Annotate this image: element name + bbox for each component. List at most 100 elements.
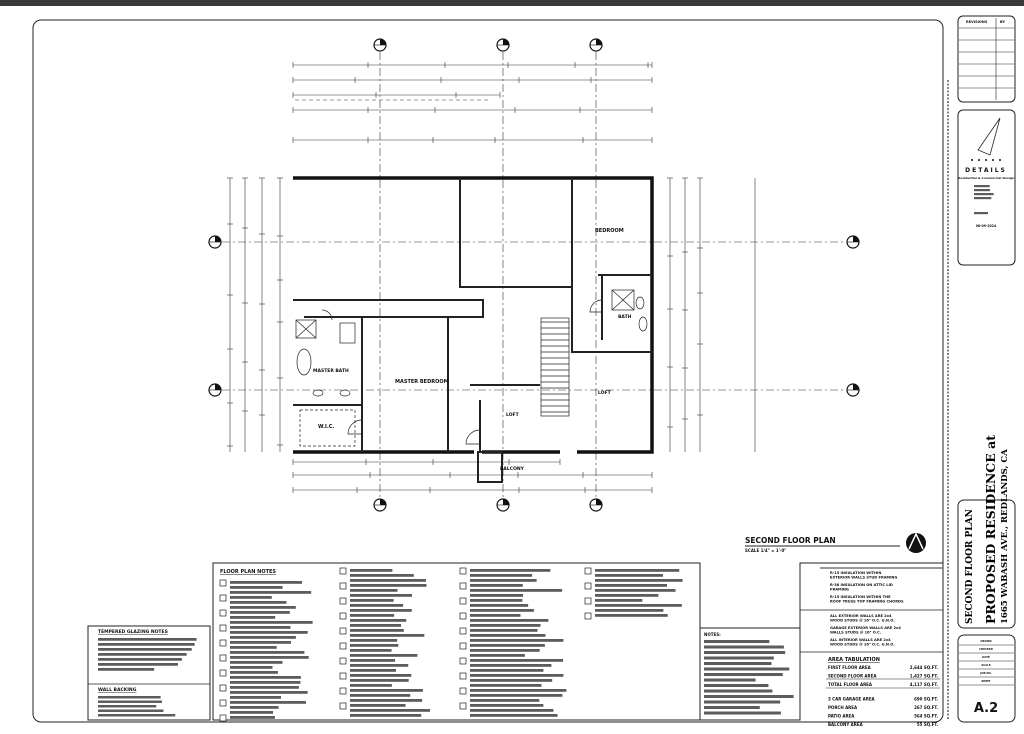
firm-name: DETAILS [965, 167, 1007, 174]
illegible-text-line [470, 659, 564, 662]
illegible-text-line [704, 662, 772, 666]
drawing-title: SECOND FLOOR PLAN [965, 509, 975, 624]
area-tabulation-title: AREA TABULATION [828, 657, 880, 663]
illegible-text-line [350, 654, 418, 657]
illegible-text-line [595, 599, 643, 602]
illegible-text-line [350, 664, 409, 667]
illegible-text-line [595, 569, 680, 572]
area-row-value: 4,117 SQ.FT. [910, 682, 939, 687]
illegible-text-line [350, 639, 398, 642]
note-number-tag [339, 567, 347, 575]
area-row-value: 564 SQ.FT. [914, 714, 938, 719]
room-label-loft: LOFT [598, 390, 612, 396]
illegible-text-line [470, 594, 524, 597]
sheet-field-label: SHEET [981, 679, 991, 683]
illegible-text-line [470, 669, 544, 672]
illegible-text-line [230, 686, 299, 689]
specs-box [799, 562, 943, 720]
note-number-tag [339, 642, 347, 650]
illegible-text-line [230, 691, 308, 694]
grid-bubble-icon [208, 235, 222, 249]
illegible-text-line [350, 674, 412, 677]
illegible-text-line [230, 676, 301, 679]
grid-bubbles [208, 38, 860, 512]
area-row-value: 55 SQ.FT. [917, 722, 939, 727]
note-number-tag [584, 597, 592, 605]
tempered-glazing-text [98, 638, 197, 717]
closet-shelving [299, 409, 356, 447]
illegible-text-line [230, 671, 278, 674]
illegible-text-line [98, 709, 164, 712]
illegible-text-line [470, 694, 563, 697]
illegible-text-line [98, 648, 192, 651]
illegible-text-line [470, 579, 537, 582]
illegible-text-line [230, 631, 308, 634]
by-label: BY [1000, 20, 1005, 24]
note-number-tag [339, 597, 347, 605]
plan-title: SECOND FLOOR PLAN [745, 536, 836, 545]
tempered-glazing-title: TEMPERED GLAZING NOTES [98, 629, 168, 635]
illegible-text-line [98, 714, 176, 717]
floor-plan-notes-title: FLOOR PLAN NOTES [220, 569, 276, 575]
area-row-label: SECOND FLOOR AREA [828, 674, 877, 679]
floor-plan-notes-text [219, 567, 683, 722]
project-address: 1665 WABASH AVE., REDLANDS, CA [1000, 449, 1010, 624]
illegible-text-line [704, 656, 774, 660]
illegible-text-line [230, 601, 287, 604]
note-number-tag [219, 624, 227, 632]
illegible-text-line [350, 694, 411, 697]
room-label-master-bedroom: MASTER BEDROOM [395, 379, 449, 385]
grid-bubble-icon [589, 38, 603, 52]
note-number-tag [339, 582, 347, 590]
illegible-text-line [595, 589, 676, 592]
note-number-tag [339, 687, 347, 695]
note-number-tag [339, 612, 347, 620]
illegible-text-line [595, 594, 659, 597]
sheet-info-box [957, 634, 1016, 723]
note-number-tag [459, 582, 467, 590]
illegible-text-line [98, 658, 182, 661]
illegible-text-line [595, 609, 664, 612]
sink [339, 389, 351, 397]
illegible-text-line [595, 584, 667, 587]
illegible-text-line [230, 581, 303, 584]
illegible-text-line [230, 666, 273, 669]
grid-bubble-icon [373, 498, 387, 512]
illegible-text-line [98, 705, 157, 708]
illegible-text-line [974, 185, 990, 188]
shower-cross [295, 319, 317, 339]
illegible-text-line [470, 634, 546, 637]
illegible-text-line [704, 689, 773, 693]
note-number-tag [219, 579, 227, 587]
note-number-tag [459, 627, 467, 635]
illegible-text-line [350, 704, 406, 707]
illegible-text-line [350, 594, 413, 597]
note-number-tag [219, 594, 227, 602]
sheet-field-label: DRAWN [980, 639, 991, 643]
grid-bubble-icon [496, 498, 510, 512]
illegible-text-line [230, 681, 301, 684]
note-number-tag [459, 687, 467, 695]
illegible-text-line [974, 193, 994, 196]
note-number-tag [459, 657, 467, 665]
illegible-text-line [98, 663, 178, 666]
bathtub [296, 348, 312, 376]
door-swings [321, 299, 603, 445]
illegible-text-line [230, 641, 291, 644]
sheet-field-label: JOB NO. [979, 671, 991, 675]
illegible-text-line [470, 574, 533, 577]
interior-walls [293, 178, 652, 452]
area-row-label: PORCH AREA [828, 705, 858, 710]
note-number-tag [339, 672, 347, 680]
illegible-text-line [230, 646, 277, 649]
illegible-text-line [470, 629, 538, 632]
illegible-text-line [595, 614, 668, 617]
illegible-text-line [230, 596, 272, 599]
sheet-field-label: DATE [982, 655, 990, 659]
illegible-text-line [350, 624, 402, 627]
grid-bubble-icon [373, 38, 387, 52]
note-number-tag [219, 609, 227, 617]
